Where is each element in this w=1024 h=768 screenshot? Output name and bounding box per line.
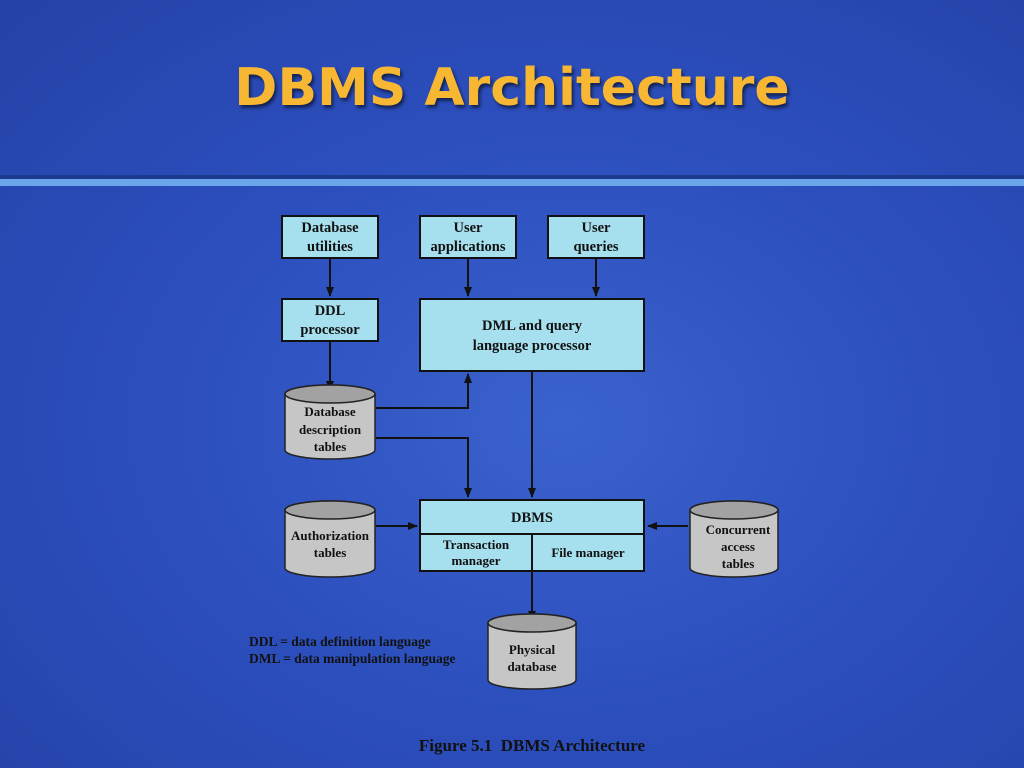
box-ddl-processor: DDL processor bbox=[281, 298, 379, 342]
diagram-legend: DDL = data definition language DML = dat… bbox=[249, 634, 455, 666]
box-user-queries-line2: queries bbox=[573, 239, 618, 255]
cyl-description-line1: Database bbox=[304, 404, 356, 419]
box-user-applications-line1: User bbox=[454, 220, 484, 236]
title-divider-light bbox=[0, 179, 1024, 186]
box-ddl-processor-line1: DDL bbox=[315, 303, 346, 319]
box-dml-processor-line2: language processor bbox=[473, 338, 592, 354]
box-dbms: DBMS Transaction manager File manager bbox=[419, 499, 645, 572]
box-file-manager-label: File manager bbox=[551, 545, 625, 560]
legend-dml: DML = data manipulation language bbox=[249, 651, 455, 666]
cyl-physical-line1: Physical bbox=[509, 642, 556, 657]
box-dbms-label: DBMS bbox=[511, 510, 553, 526]
legend-ddl: DDL = data definition language bbox=[249, 634, 431, 649]
cyl-description-line3: tables bbox=[314, 439, 347, 454]
cyl-concurrent-line3: tables bbox=[722, 556, 755, 571]
box-user-queries-line1: User bbox=[582, 220, 612, 236]
cylinder-authorization-tables: Authorization tables bbox=[284, 500, 376, 578]
box-database-utilities-line1: Database bbox=[301, 220, 359, 236]
cylinder-database-description-tables: Database description tables bbox=[284, 384, 376, 460]
box-database-utilities-line2: utilities bbox=[307, 239, 353, 255]
box-user-queries: User queries bbox=[547, 215, 645, 259]
arrow-description-tables-to-dbms bbox=[376, 437, 472, 498]
box-dml-query-processor: DML and query language processor bbox=[419, 298, 645, 372]
slide-title: DBMS Architecture bbox=[234, 58, 790, 118]
figure-caption: Figure 5.1 DBMS Architecture bbox=[419, 736, 646, 755]
title-divider-dark bbox=[0, 175, 1024, 179]
cylinder-physical-database: Physical database bbox=[487, 613, 577, 690]
box-transaction-manager-line1: Transaction bbox=[443, 537, 510, 552]
box-dml-processor-line1: DML and query bbox=[482, 318, 583, 334]
cyl-concurrent-line2: access bbox=[721, 539, 755, 554]
cyl-authorization-line1: Authorization bbox=[291, 528, 370, 543]
diagram-arrows bbox=[326, 258, 688, 621]
box-database-utilities: Database utilities bbox=[281, 215, 379, 259]
cyl-authorization-line2: tables bbox=[314, 545, 347, 560]
box-user-applications-line2: applications bbox=[431, 239, 506, 255]
arrow-description-tables-to-dml bbox=[376, 373, 472, 409]
box-ddl-processor-line2: processor bbox=[300, 322, 360, 338]
box-user-applications: User applications bbox=[419, 215, 517, 259]
cyl-physical-line2: database bbox=[507, 659, 556, 674]
cyl-description-line2: description bbox=[299, 422, 362, 437]
box-transaction-manager-line2: manager bbox=[451, 553, 500, 568]
cyl-concurrent-line1: Concurrent bbox=[706, 522, 771, 537]
cylinder-concurrent-access-tables: Concurrent access tables bbox=[689, 500, 779, 578]
